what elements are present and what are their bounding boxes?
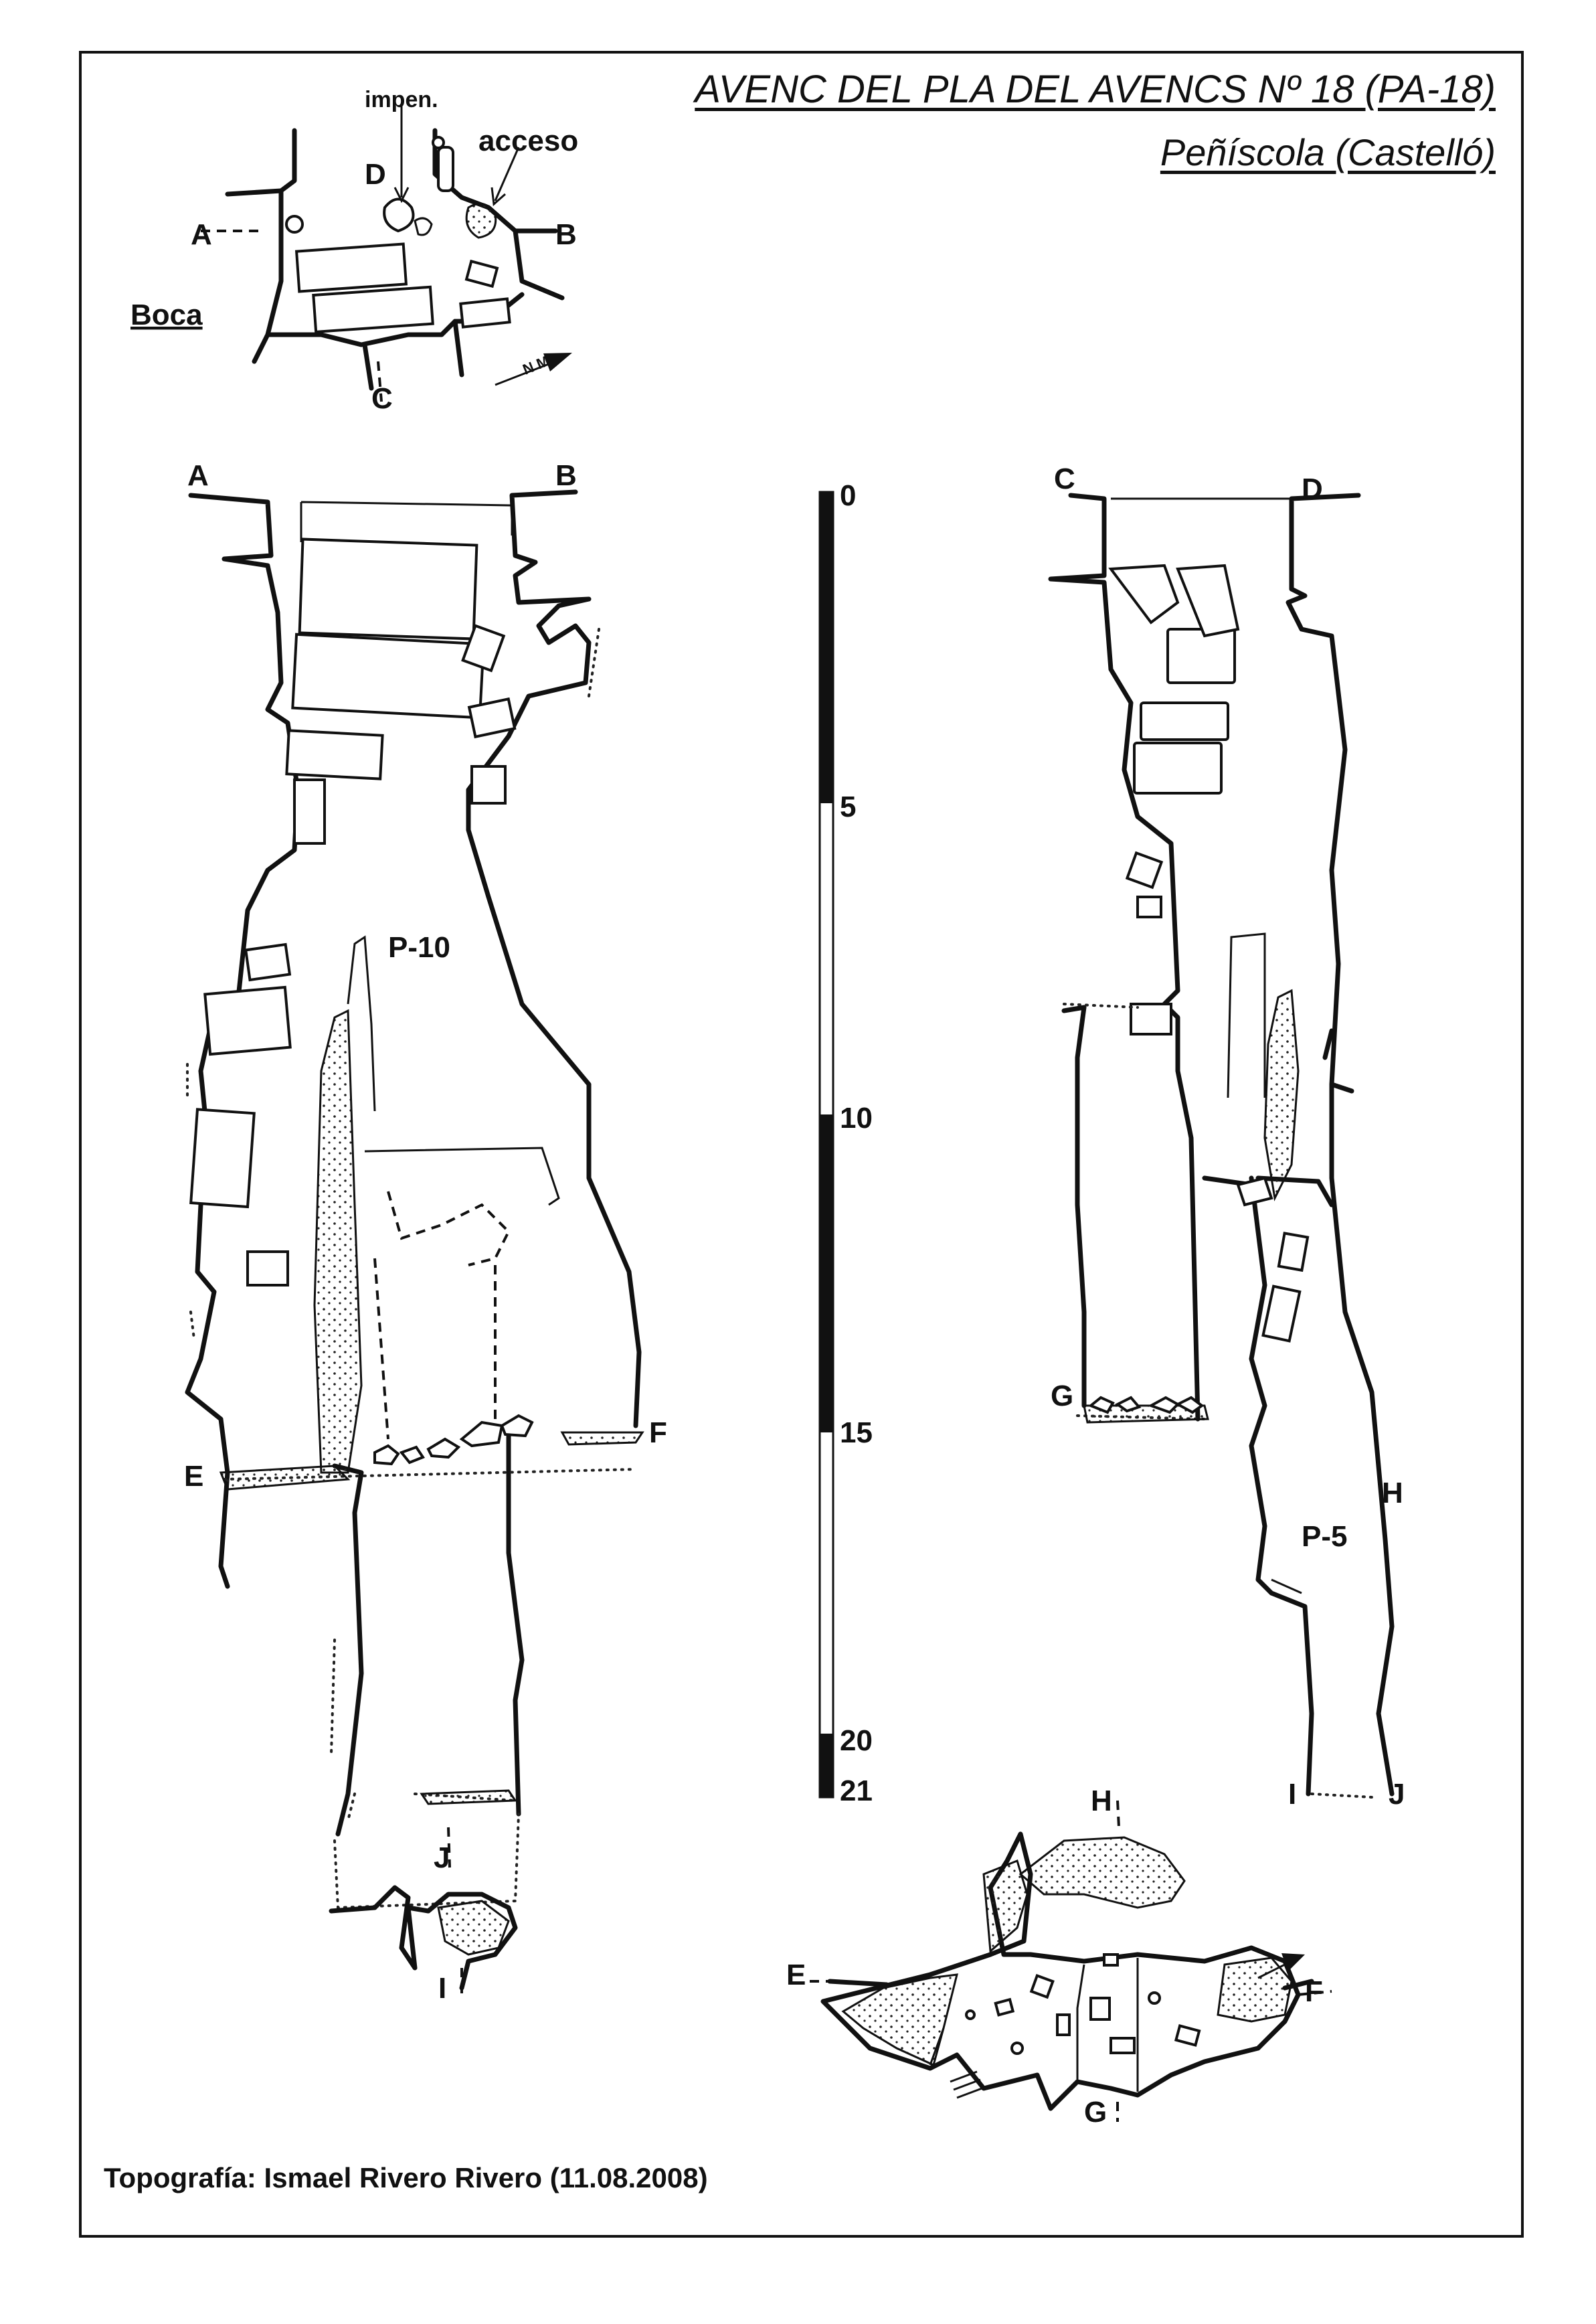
cd-label-h: H [1382, 1477, 1403, 1509]
ab-label-a: A [187, 459, 209, 492]
lower-label-g: G [1084, 2096, 1107, 2129]
scale-tick-5: 5 [840, 791, 856, 823]
ab-label-e: E [184, 1460, 203, 1493]
impen-label: impen. [365, 87, 438, 112]
cd-label-i: I [1288, 1778, 1296, 1811]
page-frame [79, 51, 1524, 2238]
p5-label: P-5 [1302, 1520, 1347, 1553]
plan-label-d: D [365, 158, 386, 191]
cd-label-d: D [1302, 473, 1323, 505]
acceso-label: acceso [478, 124, 578, 157]
survey-credit: Topografía: Ismael Rivero Rivero (11.08.… [104, 2162, 708, 2193]
scale-tick-15: 15 [840, 1416, 873, 1449]
scale-tick-21: 21 [840, 1774, 873, 1807]
ab-label-j: J [434, 1841, 450, 1874]
scale-tick-10: 10 [840, 1102, 873, 1135]
north-arrow-icon: N M [495, 352, 572, 386]
entrance-plan: N M A B C D impen. acceso Boca [130, 87, 578, 415]
map-title: AVENC DEL PLA DEL AVENCS Nº 18 (PA-18) [695, 68, 1496, 111]
scale-tick-0: 0 [840, 479, 856, 512]
p10-label: P-10 [388, 931, 450, 964]
cd-label-c: C [1054, 463, 1075, 495]
ab-label-i: I [438, 1972, 446, 2005]
north-arrow-icon [1257, 1953, 1305, 1979]
plan-label-b: B [555, 218, 577, 251]
ab-label-f: F [649, 1416, 667, 1449]
section-ab: A B P-10 E F J I [184, 459, 667, 2005]
plan-rocks [965, 1953, 1201, 2055]
cd-label-g: G [1051, 1380, 1073, 1412]
plan-label-c: C [371, 382, 393, 415]
cd-label-j: J [1389, 1778, 1405, 1811]
lower-label-f: F [1305, 1975, 1323, 2008]
floor-rocks [373, 1414, 534, 1466]
lower-label-e: E [786, 1959, 806, 1991]
plan-label-a: A [191, 218, 212, 251]
section-cd: C D G H P-5 I J [1048, 463, 1405, 1811]
ab-label-b: B [555, 459, 577, 492]
scale-tick-20: 20 [840, 1724, 873, 1757]
lower-label-h: H [1091, 1784, 1112, 1817]
scale-bar: 0 5 10 15 20 21 [818, 479, 873, 1807]
boca-label: Boca [130, 299, 203, 331]
map-location: Peñíscola (Castelló) [1160, 131, 1496, 173]
lower-plan: H E F G [786, 1784, 1332, 2129]
